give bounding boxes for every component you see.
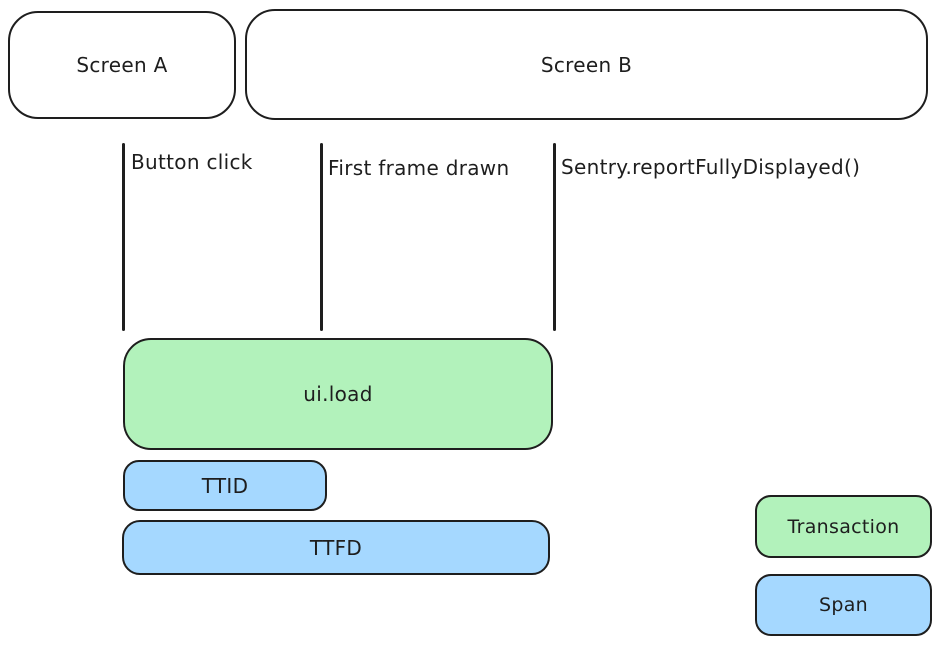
- ttfd-span-bar: TTFD: [122, 520, 550, 575]
- legend-span-box: Span: [755, 574, 932, 636]
- legend-transaction-label: Transaction: [787, 515, 900, 538]
- first-frame-drawn-label: First frame drawn: [328, 156, 510, 180]
- screen-b-label: Screen B: [540, 52, 633, 77]
- legend-span-label: Span: [818, 594, 868, 616]
- screen-b-box: Screen B: [245, 9, 928, 120]
- screen-a-box: Screen A: [8, 11, 236, 119]
- button-click-marker-line: [122, 143, 125, 331]
- ttid-span-bar: TTID: [123, 460, 327, 511]
- legend-transaction-box: Transaction: [755, 495, 932, 558]
- ttid-label: TTID: [201, 473, 249, 498]
- button-click-label: Button click: [131, 150, 253, 174]
- ttfd-label: TTFD: [309, 535, 363, 560]
- report-fully-displayed-label: Sentry.reportFullyDisplayed(): [561, 155, 861, 179]
- ui-load-label: ui.load: [303, 382, 373, 406]
- report-fully-displayed-marker-line: [553, 143, 556, 331]
- ui-load-transaction-bar: ui.load: [123, 338, 553, 450]
- screen-a-label: Screen A: [76, 53, 168, 77]
- first-frame-drawn-marker-line: [320, 143, 323, 331]
